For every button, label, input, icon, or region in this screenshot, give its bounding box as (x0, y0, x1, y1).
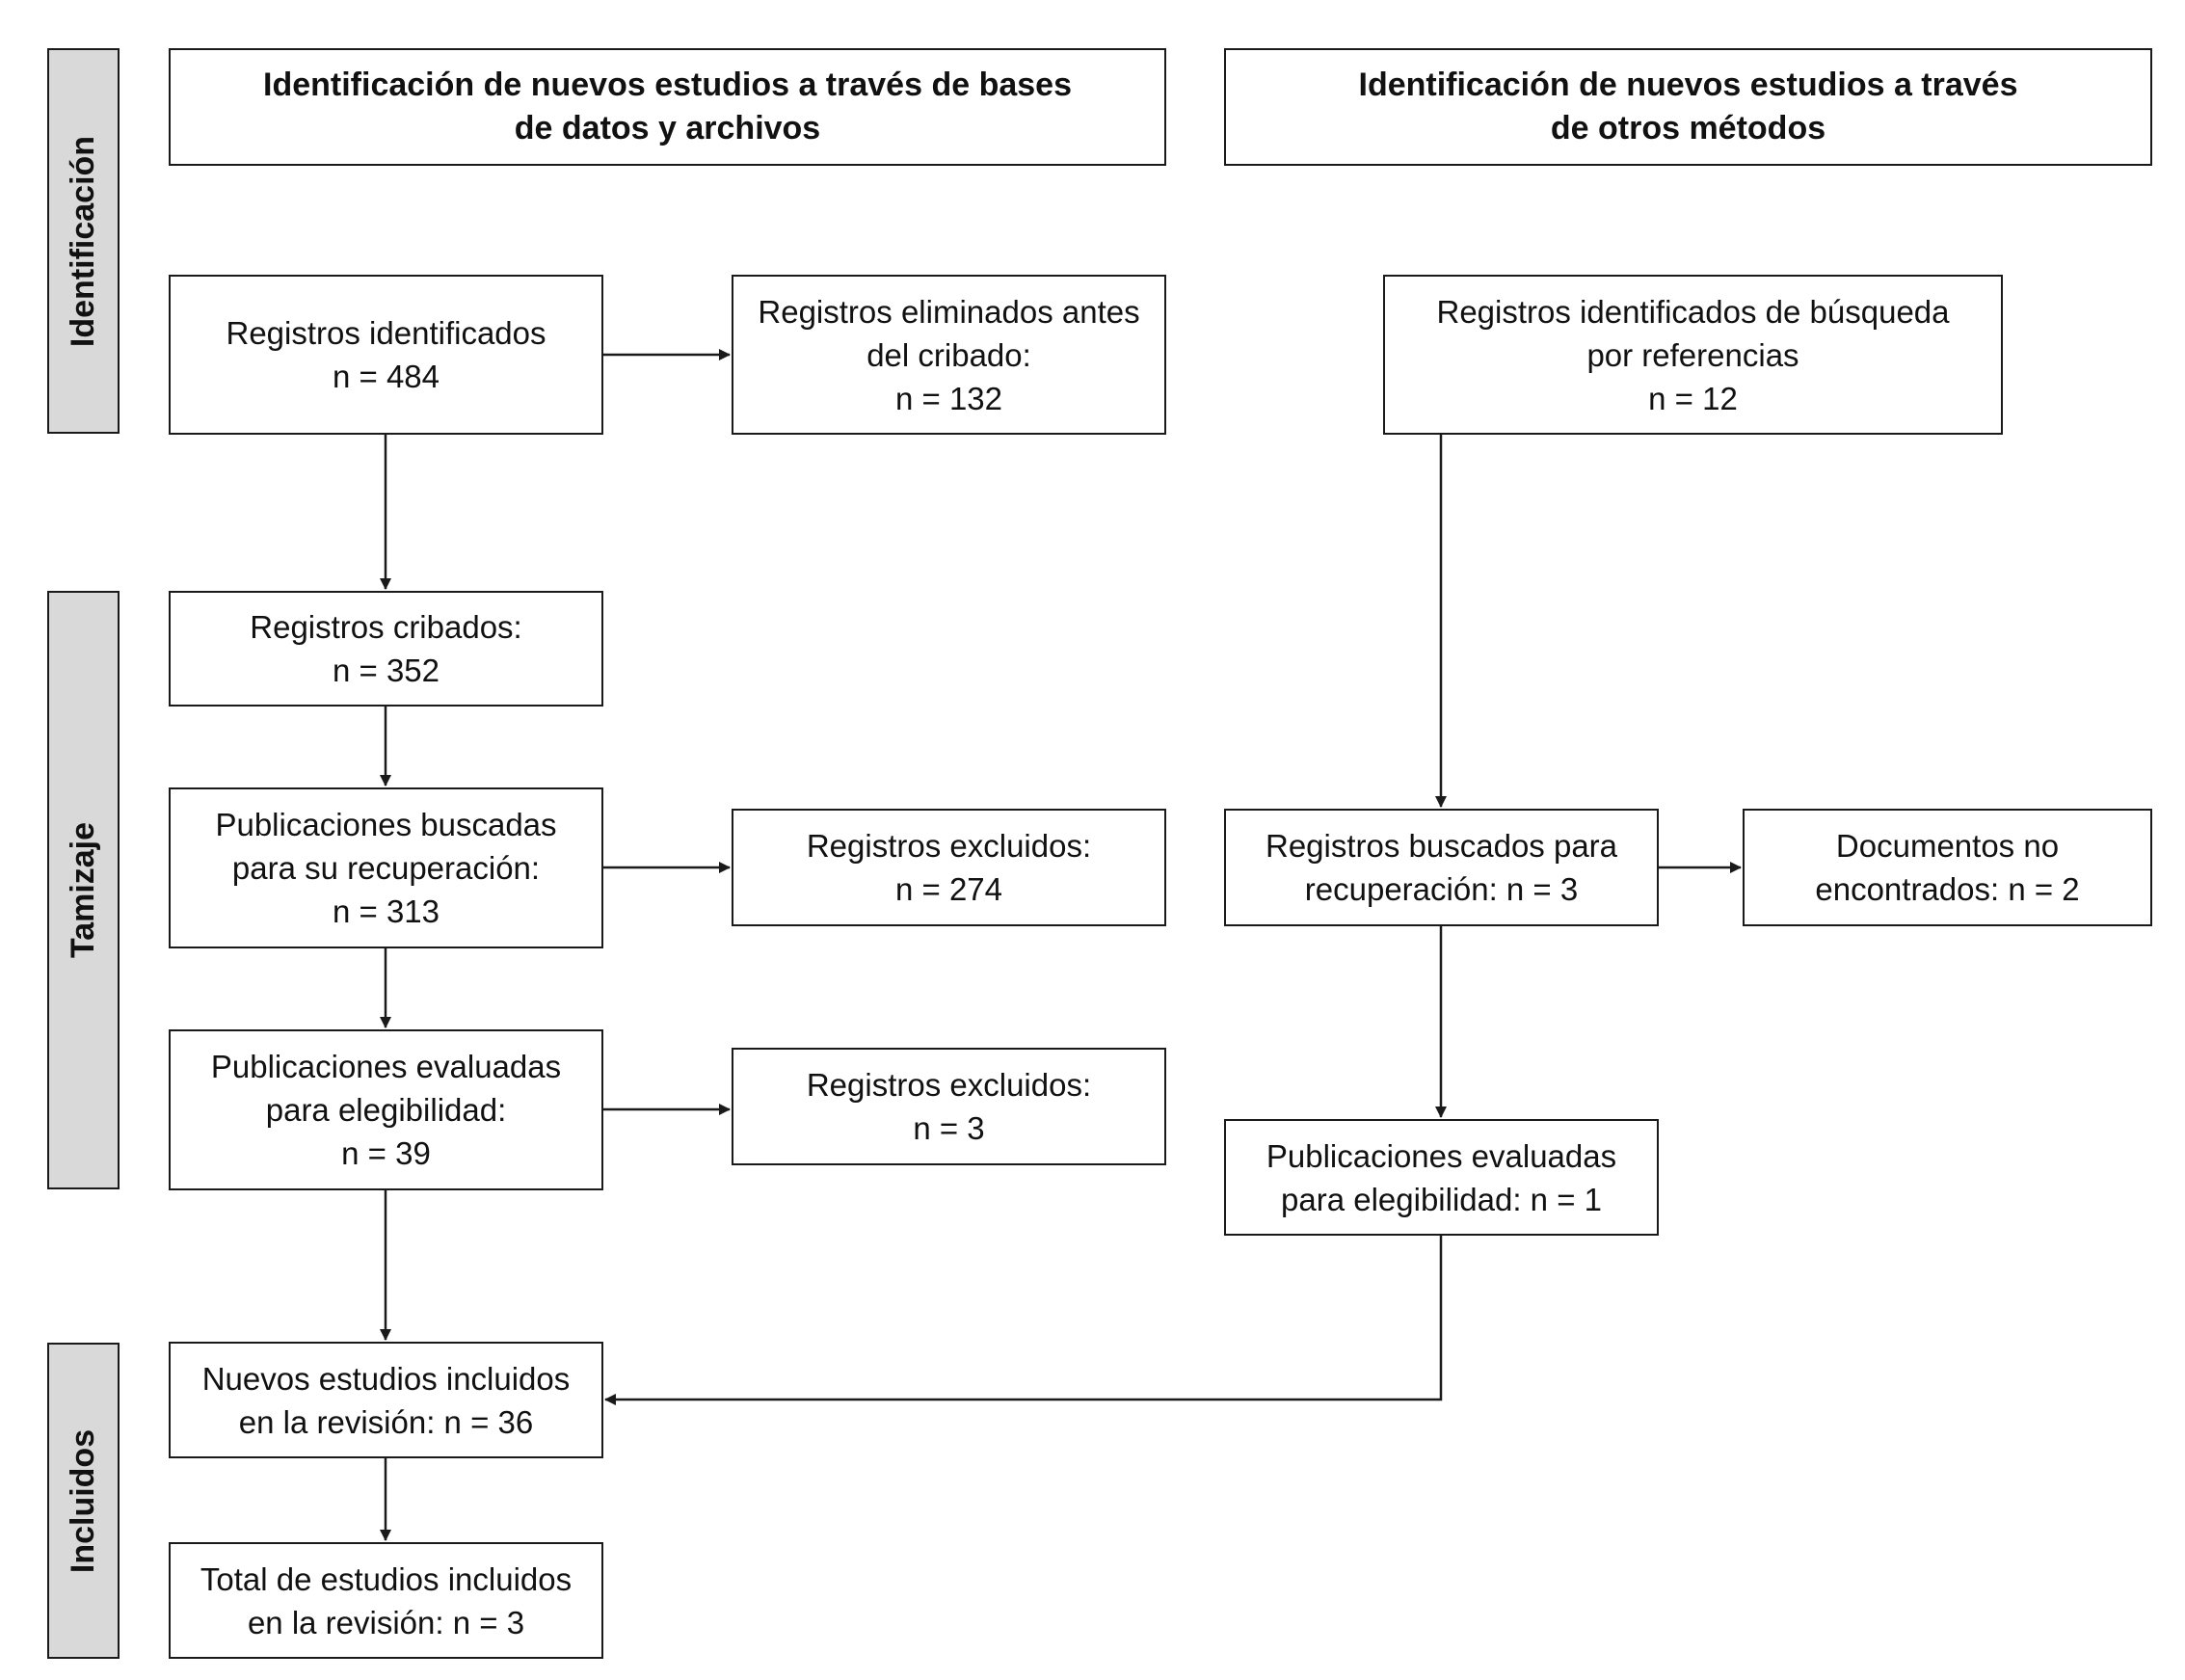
header-other-methods: Identificación de nuevos estudios a trav… (1224, 48, 2152, 166)
stage-screening: Tamizaje (47, 591, 120, 1189)
box-reports-assessed-other: Publicaciones evaluadas para elegibilida… (1224, 1119, 1659, 1236)
box-line: n = 274 (894, 871, 1003, 907)
box-line: en la revisión: n = 3 (247, 1604, 525, 1640)
box-records-removed: Registros eliminados antes del cribado: … (732, 275, 1166, 435)
box-line: Registros eliminados antes (758, 293, 1140, 330)
box-line: n = 484 (332, 359, 440, 394)
box-line: Registros excluidos: (806, 1067, 1092, 1103)
box-reports-assessed: Publicaciones evaluadas para elegibilida… (169, 1029, 603, 1190)
stage-identification: Identificación (47, 48, 120, 434)
box-documents-not-found: Documentos no encontrados: n = 2 (1743, 809, 2152, 926)
box-line: del cribado: (866, 336, 1031, 373)
header-other-methods-line-2: de otros métodos (1550, 110, 1826, 147)
box-line: por referencias (1586, 336, 1799, 373)
box-line: n = 39 (341, 1135, 431, 1171)
header-databases: Identificación de nuevos estudios a trav… (169, 48, 1166, 166)
box-records-excluded-1: Registros excluidos: n = 274 (732, 809, 1166, 926)
box-line: n = 132 (894, 380, 1003, 416)
box-line: Nuevos estudios incluidos (201, 1360, 571, 1397)
box-line: Publicaciones buscadas (215, 807, 557, 842)
box-records-screened: Registros cribados: n = 352 (169, 591, 603, 707)
box-line: para elegibilidad: (265, 1092, 507, 1128)
box-total-studies-included: Total de estudios incluidos en la revisi… (169, 1542, 603, 1659)
box-line: Publicaciones evaluadas (1266, 1137, 1617, 1174)
header-databases-line-2: de datos y archivos (514, 110, 821, 147)
box-line: Registros cribados: (250, 609, 522, 645)
header-databases-line-1: Identificación de nuevos estudios a trav… (263, 67, 1072, 103)
box-line: para elegibilidad: n = 1 (1281, 1181, 1602, 1217)
box-line: Registros identificados de búsqueda (1436, 293, 1950, 330)
box-line: n = 352 (332, 653, 440, 688)
box-line: recuperación: n = 3 (1304, 871, 1579, 907)
box-line: para su recuperación: (231, 850, 541, 886)
box-line: Registros identificados (226, 315, 546, 351)
box-line: Registros excluidos: (806, 828, 1092, 864)
box-line: n = 313 (332, 893, 440, 929)
box-line: en la revisión: n = 36 (238, 1403, 534, 1440)
box-reports-sought: Publicaciones buscadas para su recuperac… (169, 787, 603, 948)
box-records-excluded-2: Registros excluidos: n = 3 (732, 1048, 1166, 1165)
box-line: n = 3 (913, 1110, 985, 1146)
box-line: Registros buscados para (1265, 828, 1618, 864)
arrow-assessed-other-to-included (604, 1236, 1443, 1405)
box-records-sought-other: Registros buscados para recuperación: n … (1224, 809, 1659, 926)
box-line: n = 12 (1648, 380, 1738, 416)
box-records-identified-references: Registros identificados de búsqueda por … (1383, 275, 2003, 435)
box-line: encontrados: n = 2 (1815, 871, 2080, 907)
box-line: Publicaciones evaluadas (210, 1049, 562, 1084)
box-new-studies-included: Nuevos estudios incluidos en la revisión… (169, 1342, 603, 1458)
stage-included: Incluidos (47, 1343, 120, 1659)
box-records-identified: Registros identificados n = 484 (169, 275, 603, 435)
header-other-methods-line-1: Identificación de nuevos estudios a trav… (1358, 67, 2018, 103)
box-line: Documentos no (1835, 828, 2060, 864)
box-line: Total de estudios incluidos (200, 1560, 573, 1597)
